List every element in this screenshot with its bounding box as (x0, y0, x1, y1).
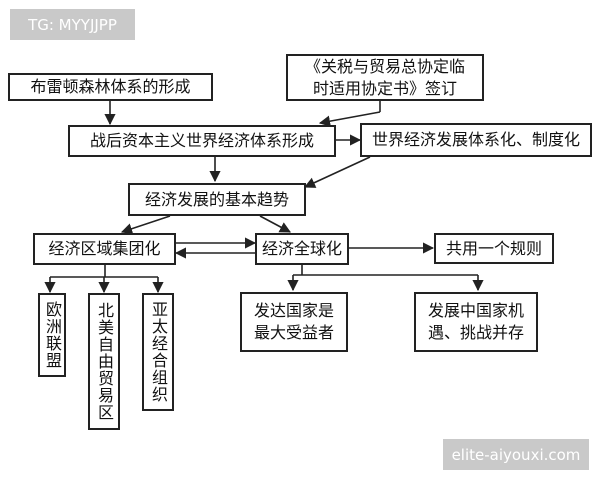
edge-institutional-trend (303, 156, 371, 188)
node-nafta: 北美自由贸易区 (88, 293, 120, 430)
node-basic-trend: 经济发展的基本趋势 (128, 183, 306, 216)
node-postwar-system: 战后资本主义世界经济体系形成 (68, 125, 336, 157)
node-globalization: 经济全球化 (255, 233, 349, 265)
node-bretton-woods: 布雷顿森林体系的形成 (8, 73, 213, 101)
edge-gatt-postwar-2 (318, 111, 381, 127)
node-apec: 亚太经合组织 (142, 293, 174, 411)
node-developing-china: 发展中国家机 遇、挑战并存 (414, 292, 538, 352)
node-gatt-signed: 《关税与贸易总协定临 时适用协定书》签订 (286, 54, 484, 101)
node-regional-grouping: 经济区域集团化 (33, 233, 176, 265)
edge-trend-global (259, 215, 291, 233)
node-eu: 欧洲联盟 (38, 293, 66, 377)
edge-trend-regional (120, 215, 171, 235)
node-common-rules: 共用一个规则 (434, 233, 554, 264)
node-institutionalization: 世界经济发展体系化、制度化 (360, 123, 592, 157)
watermark-bottom: elite-aiyouxi.com (443, 439, 589, 470)
node-developed-countries: 发达国家是 最大受益者 (240, 292, 348, 352)
watermark-top: TG: MYYJJPP (10, 9, 135, 40)
